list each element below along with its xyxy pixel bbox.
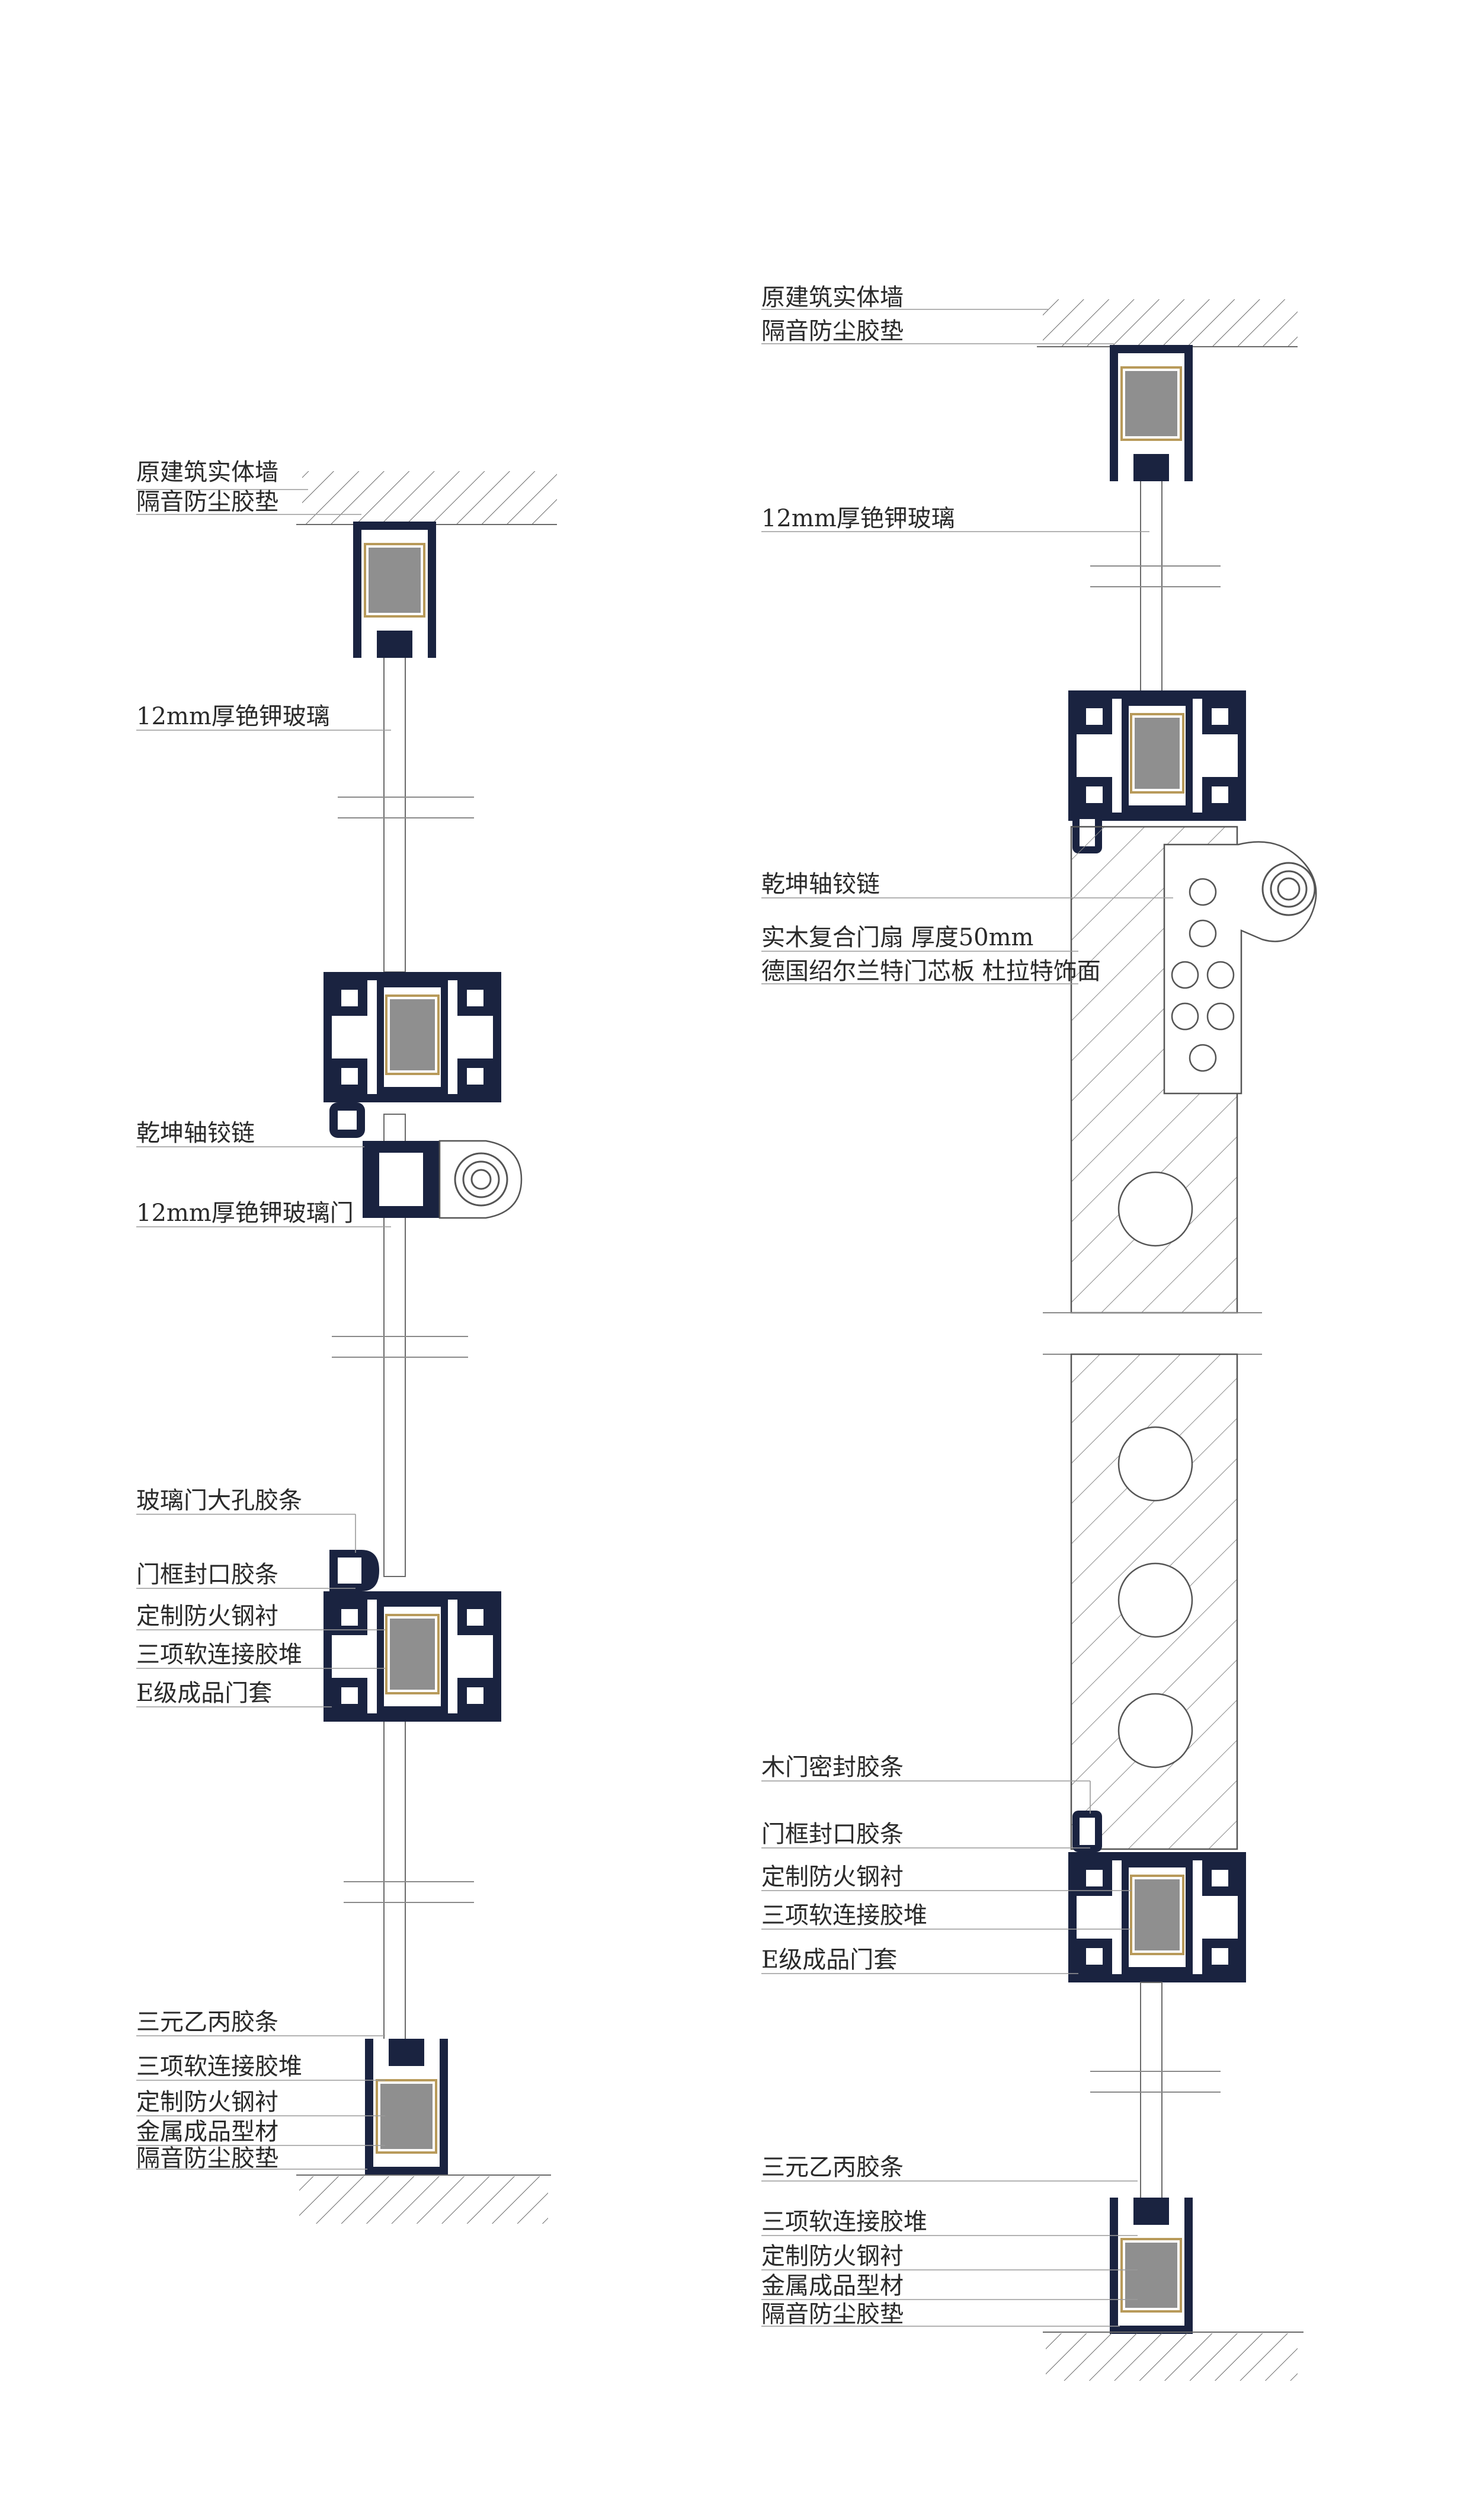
label-left-soft-glue-b: 三项软连接胶堆 bbox=[136, 2053, 302, 2080]
label-right-epdm: 三元乙丙胶条 bbox=[761, 2154, 904, 2181]
left-glass-pane bbox=[383, 651, 406, 973]
label-right-door-cover: E级成品门套 bbox=[761, 1946, 897, 1974]
label-right-wall: 原建筑实体墙 bbox=[761, 284, 904, 311]
right-break-lines-bottom bbox=[1090, 2071, 1221, 2093]
right-core-hole-3 bbox=[1117, 1562, 1193, 1638]
right-top-profile bbox=[1109, 344, 1194, 482]
label-right-pad-bottom: 隔音防尘胶垫 bbox=[761, 2301, 904, 2328]
left-break-lines bbox=[332, 797, 474, 1903]
label-left-pad-top: 隔音防尘胶垫 bbox=[136, 488, 278, 516]
left-bottom-wall bbox=[299, 2176, 548, 2224]
label-left-hinge: 乾坤轴铰链 bbox=[136, 1120, 255, 1147]
label-right-steel-lining-b: 定制防火钢衬 bbox=[761, 2243, 904, 2270]
label-right-soft-glue: 三项软连接胶堆 bbox=[761, 1902, 927, 1929]
right-core-hole-2 bbox=[1117, 1426, 1193, 1502]
left-lower-profile bbox=[322, 1590, 502, 1723]
left-hinge-body bbox=[438, 1140, 523, 1219]
left-top-wall bbox=[302, 471, 557, 525]
label-right-frame-seal: 门框封口胶条 bbox=[761, 1821, 904, 1848]
label-left-steel-lining-b: 定制防火钢衬 bbox=[136, 2089, 278, 2116]
label-right-steel-lining: 定制防火钢衬 bbox=[761, 1863, 904, 1891]
left-bottom-profile bbox=[364, 2038, 449, 2176]
label-right-hinge: 乾坤轴铰链 bbox=[761, 871, 880, 898]
label-right-metal-profile: 金属成品型材 bbox=[761, 2272, 904, 2300]
left-mid-profile bbox=[322, 971, 502, 1104]
right-bottom-profile bbox=[1109, 2196, 1194, 2335]
label-right-door-core: 德国绍尔兰特门芯板 杜拉特饰面 bbox=[761, 958, 1101, 985]
label-right-glass: 12mm厚铯钾玻璃 bbox=[761, 505, 955, 532]
right-hinge-pivot bbox=[1261, 862, 1316, 916]
label-left-glass-door: 12mm厚铯钾玻璃门 bbox=[136, 1200, 354, 1227]
label-left-frame-seal: 门框封口胶条 bbox=[136, 1561, 278, 1588]
right-core-hole-1 bbox=[1117, 1171, 1193, 1247]
left-top-profile bbox=[352, 520, 437, 659]
label-right-pad-top: 隔音防尘胶垫 bbox=[761, 318, 904, 345]
right-bottom-wall bbox=[1046, 2333, 1298, 2381]
label-left-epdm: 三元乙丙胶条 bbox=[136, 2009, 278, 2036]
label-right-soft-glue-b: 三项软连接胶堆 bbox=[761, 2208, 927, 2236]
label-right-wood-seal: 木门密封胶条 bbox=[761, 1754, 904, 1781]
label-left-soft-glue: 三项软连接胶堆 bbox=[136, 1641, 302, 1668]
left-section: 原建筑实体墙 隔音防尘胶垫 12mm厚铯钾玻璃 乾坤轴铰链 12mm厚铯钾玻璃门… bbox=[136, 459, 557, 2224]
right-core-hole-4 bbox=[1117, 1693, 1193, 1769]
right-glass-lower bbox=[1140, 1982, 1162, 2208]
right-mid-profile bbox=[1067, 689, 1247, 822]
right-break-lines-door bbox=[1043, 1312, 1262, 1355]
left-hinge-pivot bbox=[454, 1152, 508, 1207]
right-section: 原建筑实体墙 隔音防尘胶垫 12mm厚铯钾玻璃 乾坤轴铰链 实木复合门扇 厚度5… bbox=[761, 284, 1317, 2381]
label-left-steel-lining: 定制防火钢衬 bbox=[136, 1603, 278, 1630]
right-lower-profile bbox=[1067, 1851, 1247, 1984]
label-left-metal-profile: 金属成品型材 bbox=[136, 2118, 278, 2145]
label-left-door-strip: 玻璃门大孔胶条 bbox=[136, 1487, 302, 1514]
label-left-glass: 12mm厚铯钾玻璃 bbox=[136, 703, 330, 730]
left-leaders bbox=[136, 489, 391, 2170]
label-left-wall: 原建筑实体墙 bbox=[136, 459, 278, 486]
label-left-pad-bottom: 隔音防尘胶垫 bbox=[136, 2145, 278, 2172]
right-top-wall bbox=[1043, 299, 1298, 347]
label-right-wood-door: 实木复合门扇 厚度50mm bbox=[761, 924, 1033, 951]
right-break-lines-top bbox=[1090, 565, 1221, 587]
left-glass-lower bbox=[383, 1712, 406, 2057]
right-leaders bbox=[761, 309, 1173, 2327]
label-left-door-cover: E级成品门套 bbox=[136, 1680, 272, 1707]
